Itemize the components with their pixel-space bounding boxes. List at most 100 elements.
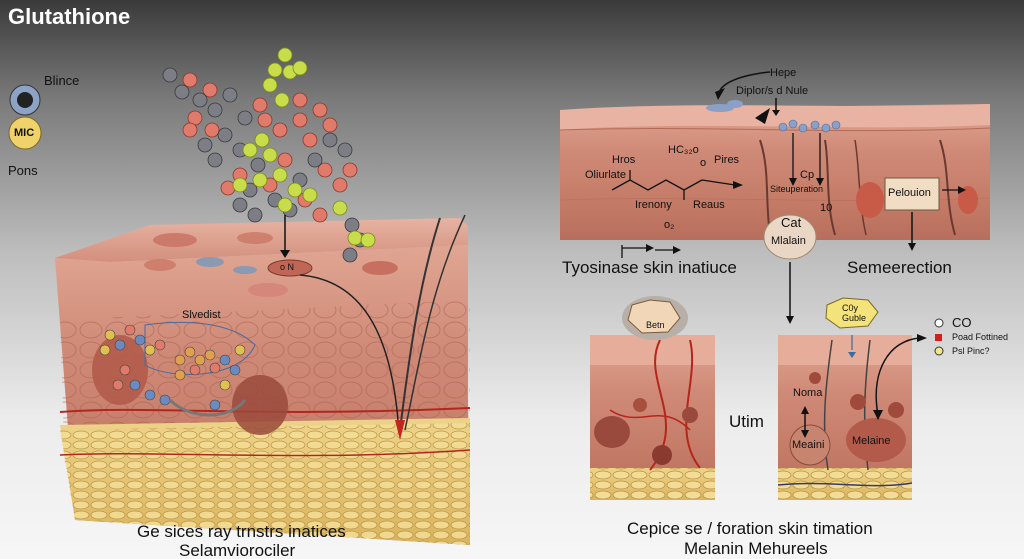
molecule-atom-red — [312, 207, 328, 223]
molecule-atom-gray — [322, 132, 338, 148]
legend-poad-fottined: Poad Fottined — [952, 332, 1009, 342]
molecule-atom-gray — [247, 207, 263, 223]
cluster-atom — [129, 379, 141, 391]
cluster-atom — [174, 369, 186, 381]
cluster-atom — [209, 362, 221, 374]
right-top-skin-strip — [559, 71, 991, 324]
molecule-atom-yellow — [262, 77, 278, 93]
molecule-atom-yellow — [277, 47, 293, 63]
chem-formula: HC₃₂o — [668, 144, 699, 156]
molecule-atom-gray — [344, 217, 360, 233]
cluster-atom — [144, 389, 156, 401]
molecule-atom-yellow — [360, 232, 376, 248]
label-pelouion: Pelouion — [888, 187, 931, 199]
cluster-atom — [112, 379, 124, 391]
chem-reaus: Reaus — [693, 199, 725, 211]
cluster-atom — [209, 399, 221, 411]
molecule-atom-red — [332, 177, 348, 193]
label-mlalain: Mlalain — [771, 235, 806, 247]
cluster-atom — [234, 344, 246, 356]
label-melaine: Melaine — [852, 435, 891, 447]
left-caption-line2: Selamviorociler — [179, 541, 296, 559]
molecule-atom-yellow — [332, 200, 348, 216]
label-cp: Cp — [800, 169, 815, 181]
chem-irenony: Irenony — [635, 199, 672, 211]
molecule-atom-yellow — [277, 197, 293, 213]
chem-o: o — [700, 157, 707, 169]
left-legend-markers — [8, 84, 42, 150]
caption-tyosinase: Tyosinase skin inatiuce — [562, 258, 737, 277]
label-noma: Noma — [793, 387, 823, 399]
cluster-atom — [114, 339, 126, 351]
inner-label-slvedist: Slvedist — [182, 309, 221, 321]
cluster-atom — [194, 354, 206, 366]
molecule-atom-gray — [162, 67, 178, 83]
badge-betn: Betn — [646, 320, 665, 330]
cluster-atom — [144, 344, 156, 356]
label-diplor: Diplor/s d Nule — [736, 85, 809, 97]
molecule-atom-gray — [250, 157, 266, 173]
cluster-atom — [159, 394, 171, 406]
molecule-atom-gray — [207, 102, 223, 118]
cluster-atom — [99, 344, 111, 356]
molecule-atom-yellow — [252, 172, 268, 188]
molecule-atom-gray — [174, 84, 190, 100]
legend-badge-mic: MIC — [14, 127, 35, 139]
cluster-atom — [204, 349, 216, 361]
cluster-atom — [184, 346, 196, 358]
cluster-atom — [189, 364, 201, 376]
molecule-atom-gray — [232, 197, 248, 213]
label-hepe: Hepe — [770, 67, 797, 79]
molecule-atom-yellow — [242, 142, 258, 158]
molecule-atom-gray — [337, 142, 353, 158]
page-title: Glutathione — [8, 4, 131, 29]
molecule-atom-gray — [217, 127, 233, 143]
cluster-atom — [134, 334, 146, 346]
cluster-atom — [124, 324, 136, 336]
label-siteparation: Siteuperation — [770, 184, 824, 194]
molecule-atom-red — [252, 97, 268, 113]
molecule-atom-gray — [197, 137, 213, 153]
skin-surface-label: o N — [280, 262, 295, 272]
molecule-atom-red — [182, 122, 198, 138]
molecule-atom-red — [302, 132, 318, 148]
molecule-atom-yellow — [254, 132, 270, 148]
label-10: 10 — [820, 202, 833, 214]
cluster-atom — [174, 354, 186, 366]
molecule-atom-red — [272, 122, 288, 138]
molecule-atom-gray — [307, 152, 323, 168]
chem-hros: Hros — [612, 154, 636, 166]
right-caption-line1: Cepice se / foration skin timation — [627, 519, 873, 538]
molecule-atom-yellow — [262, 147, 278, 163]
molecule-atom-red — [277, 152, 293, 168]
right-bottom-skin-block-left — [590, 296, 715, 500]
molecule-atom-red — [257, 112, 273, 128]
legend-psl-pinc: Psl Pinc? — [952, 346, 990, 356]
label-cat: Cat — [781, 215, 802, 230]
molecule-atom-red — [182, 72, 198, 88]
molecule-atom-red — [292, 112, 308, 128]
molecule-atom-red — [342, 162, 358, 178]
molecule-atom-yellow — [232, 177, 248, 193]
right-legend-markers — [934, 318, 944, 356]
molecule-atom-red — [202, 82, 218, 98]
molecule-atom-gray — [207, 152, 223, 168]
cluster-atom — [104, 329, 116, 341]
molecule-atom-gray — [192, 92, 208, 108]
molecule-atom-gray — [342, 247, 358, 263]
right-bottom-skin-block-right — [777, 297, 927, 500]
molecule-atom-yellow — [302, 187, 318, 203]
chem-oliurlate: Oliurlate — [585, 169, 626, 181]
caption-semeerection: Semeerection — [847, 258, 952, 277]
molecule-atom-red — [312, 102, 328, 118]
cluster-atom — [119, 364, 131, 376]
legend-item-pons: Pons — [8, 163, 38, 178]
left-skin-block — [55, 214, 471, 545]
molecule-atom-yellow — [347, 230, 363, 246]
molecule-atom-red — [322, 117, 338, 133]
molecule-cluster — [99, 324, 247, 417]
chem-o2: o₂ — [664, 219, 675, 231]
molecule-atom-gray — [222, 87, 238, 103]
